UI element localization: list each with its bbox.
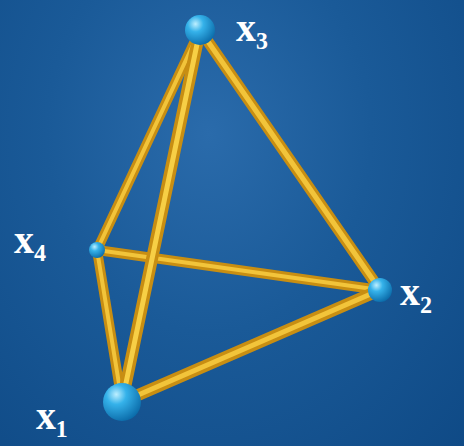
vertex-label: x₂: [400, 272, 432, 312]
edge-rod-highlight: [97, 250, 380, 290]
vertex-sphere: [368, 278, 392, 302]
edge-rod: [200, 30, 380, 290]
vertex-label: x₁: [36, 396, 68, 436]
edge-rod-highlight: [122, 290, 380, 402]
vertex-label: x₃: [236, 8, 268, 48]
edge-rod-highlight: [97, 30, 200, 250]
edge-rod: [97, 30, 200, 250]
edge-rod: [97, 250, 380, 290]
vertex-sphere: [103, 383, 141, 421]
edge-rod: [122, 30, 200, 402]
vertex-sphere: [89, 242, 105, 258]
edge-rod-highlight: [97, 250, 122, 402]
edge-rod: [122, 290, 380, 402]
edge-rod-highlight: [122, 30, 200, 402]
vertex-label: x₄: [14, 220, 46, 260]
edge-rod-highlight: [200, 30, 380, 290]
vertex-sphere: [185, 15, 215, 45]
edge-rod: [97, 250, 122, 402]
